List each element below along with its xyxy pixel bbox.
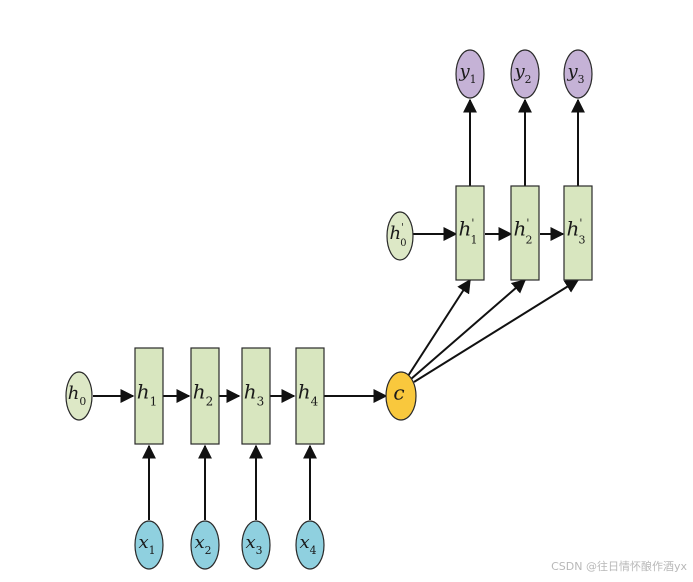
encoder-hidden-node-2-box xyxy=(190,347,220,445)
encoder-hidden-node-3-box xyxy=(241,347,271,445)
decoder-hidden-node-2-box xyxy=(510,185,540,281)
watermark: CSDN @往日情怀酿作酒yx xyxy=(551,560,687,573)
encoder-hidden-node-3: h3 xyxy=(241,347,271,445)
context-node: c xyxy=(385,371,417,421)
decoder-hidden-node-2-label: h'2 xyxy=(514,216,533,246)
decoder-init-node-label: h'0 xyxy=(389,223,406,249)
arrow-c-d1 xyxy=(407,278,471,377)
encoder-init-node-circle xyxy=(65,371,93,421)
input-node-2-circle xyxy=(190,520,220,570)
input-node-1: x1 xyxy=(134,520,164,570)
input-node-4-circle xyxy=(295,520,325,570)
output-node-2-circle xyxy=(510,49,540,99)
decoder-init-node: h'0 xyxy=(386,211,414,261)
input-node-3-circle xyxy=(241,520,271,570)
output-node-2: y2 xyxy=(510,49,540,99)
decoder-hidden-node-2: h'2 xyxy=(510,185,540,281)
output-node-3: y3 xyxy=(563,49,593,99)
context-node-circle xyxy=(385,371,417,421)
decoder-hidden-node-1-label: h'1 xyxy=(459,216,478,246)
output-node-1-circle xyxy=(455,49,485,99)
output-node-3-circle xyxy=(563,49,593,99)
encoder-hidden-node-1: h1 xyxy=(134,347,164,445)
decoder-init-node-circle xyxy=(386,211,414,261)
decoder-hidden-node-1-box xyxy=(455,185,485,281)
arrow-c-d2 xyxy=(410,279,527,380)
input-node-1-circle xyxy=(134,520,164,570)
input-node-3: x3 xyxy=(241,520,271,570)
decoder-hidden-node-3-label: h'3 xyxy=(567,216,586,246)
input-node-2: x2 xyxy=(190,520,220,570)
decoder-hidden-node-1: h'1 xyxy=(455,185,485,281)
input-node-4: x4 xyxy=(295,520,325,570)
context-node-label: c xyxy=(393,380,404,404)
output-node-1: y1 xyxy=(455,49,485,99)
encoder-hidden-node-4: h4 xyxy=(295,347,325,445)
encoder-hidden-node-4-box xyxy=(295,347,325,445)
decoder-hidden-node-3: h'3 xyxy=(563,185,593,281)
encoder-hidden-node-2: h2 xyxy=(190,347,220,445)
encoder-init-node: h0 xyxy=(65,371,93,421)
edges xyxy=(93,98,585,520)
decoder-hidden-node-3-box xyxy=(563,185,593,281)
encoder-hidden-node-1-box xyxy=(134,347,164,445)
arrow-c-d3 xyxy=(413,279,580,383)
